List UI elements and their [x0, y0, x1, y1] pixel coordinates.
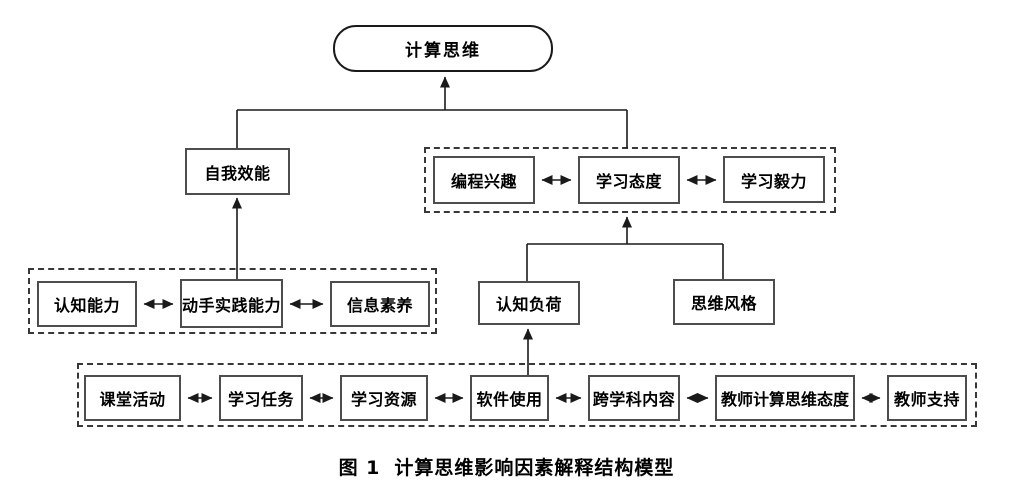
node-programming-interest: 编程兴趣 — [433, 156, 535, 204]
node-classroom-activities: 课堂活动 — [84, 375, 181, 421]
figure-title: 计算思维影响因素解释结构模型 — [394, 457, 675, 479]
group-ability — [28, 268, 437, 334]
node-learning-tasks: 学习任务 — [219, 375, 303, 421]
figure-caption: 图 1 计算思维影响因素解释结构模型 — [0, 453, 1013, 480]
node-computational-thinking: 计算思维 — [333, 25, 553, 72]
node-interdisciplinary-content: 跨学科内容 — [588, 375, 680, 421]
group-motivation — [424, 147, 836, 213]
node-cognitive-load: 认知负荷 — [478, 281, 580, 325]
node-learning-attitude: 学习态度 — [578, 156, 680, 204]
node-learning-resources: 学习资源 — [340, 375, 428, 421]
node-teacher-support: 教师支持 — [887, 375, 967, 421]
node-teacher-ct-attitude: 教师计算思维态度 — [715, 375, 855, 421]
node-information-literacy: 信息素养 — [330, 281, 430, 327]
node-thinking-style: 思维风格 — [673, 279, 775, 325]
group-environment — [77, 363, 977, 427]
figure-number: 图 1 — [338, 457, 381, 479]
node-learning-perseverance: 学习毅力 — [723, 156, 825, 203]
node-hands-on-practice-ability: 动手实践能力 — [180, 279, 283, 328]
node-cognitive-ability: 认知能力 — [37, 281, 137, 327]
node-software-use: 软件使用 — [470, 375, 549, 421]
node-self-efficacy: 自我效能 — [185, 148, 290, 195]
